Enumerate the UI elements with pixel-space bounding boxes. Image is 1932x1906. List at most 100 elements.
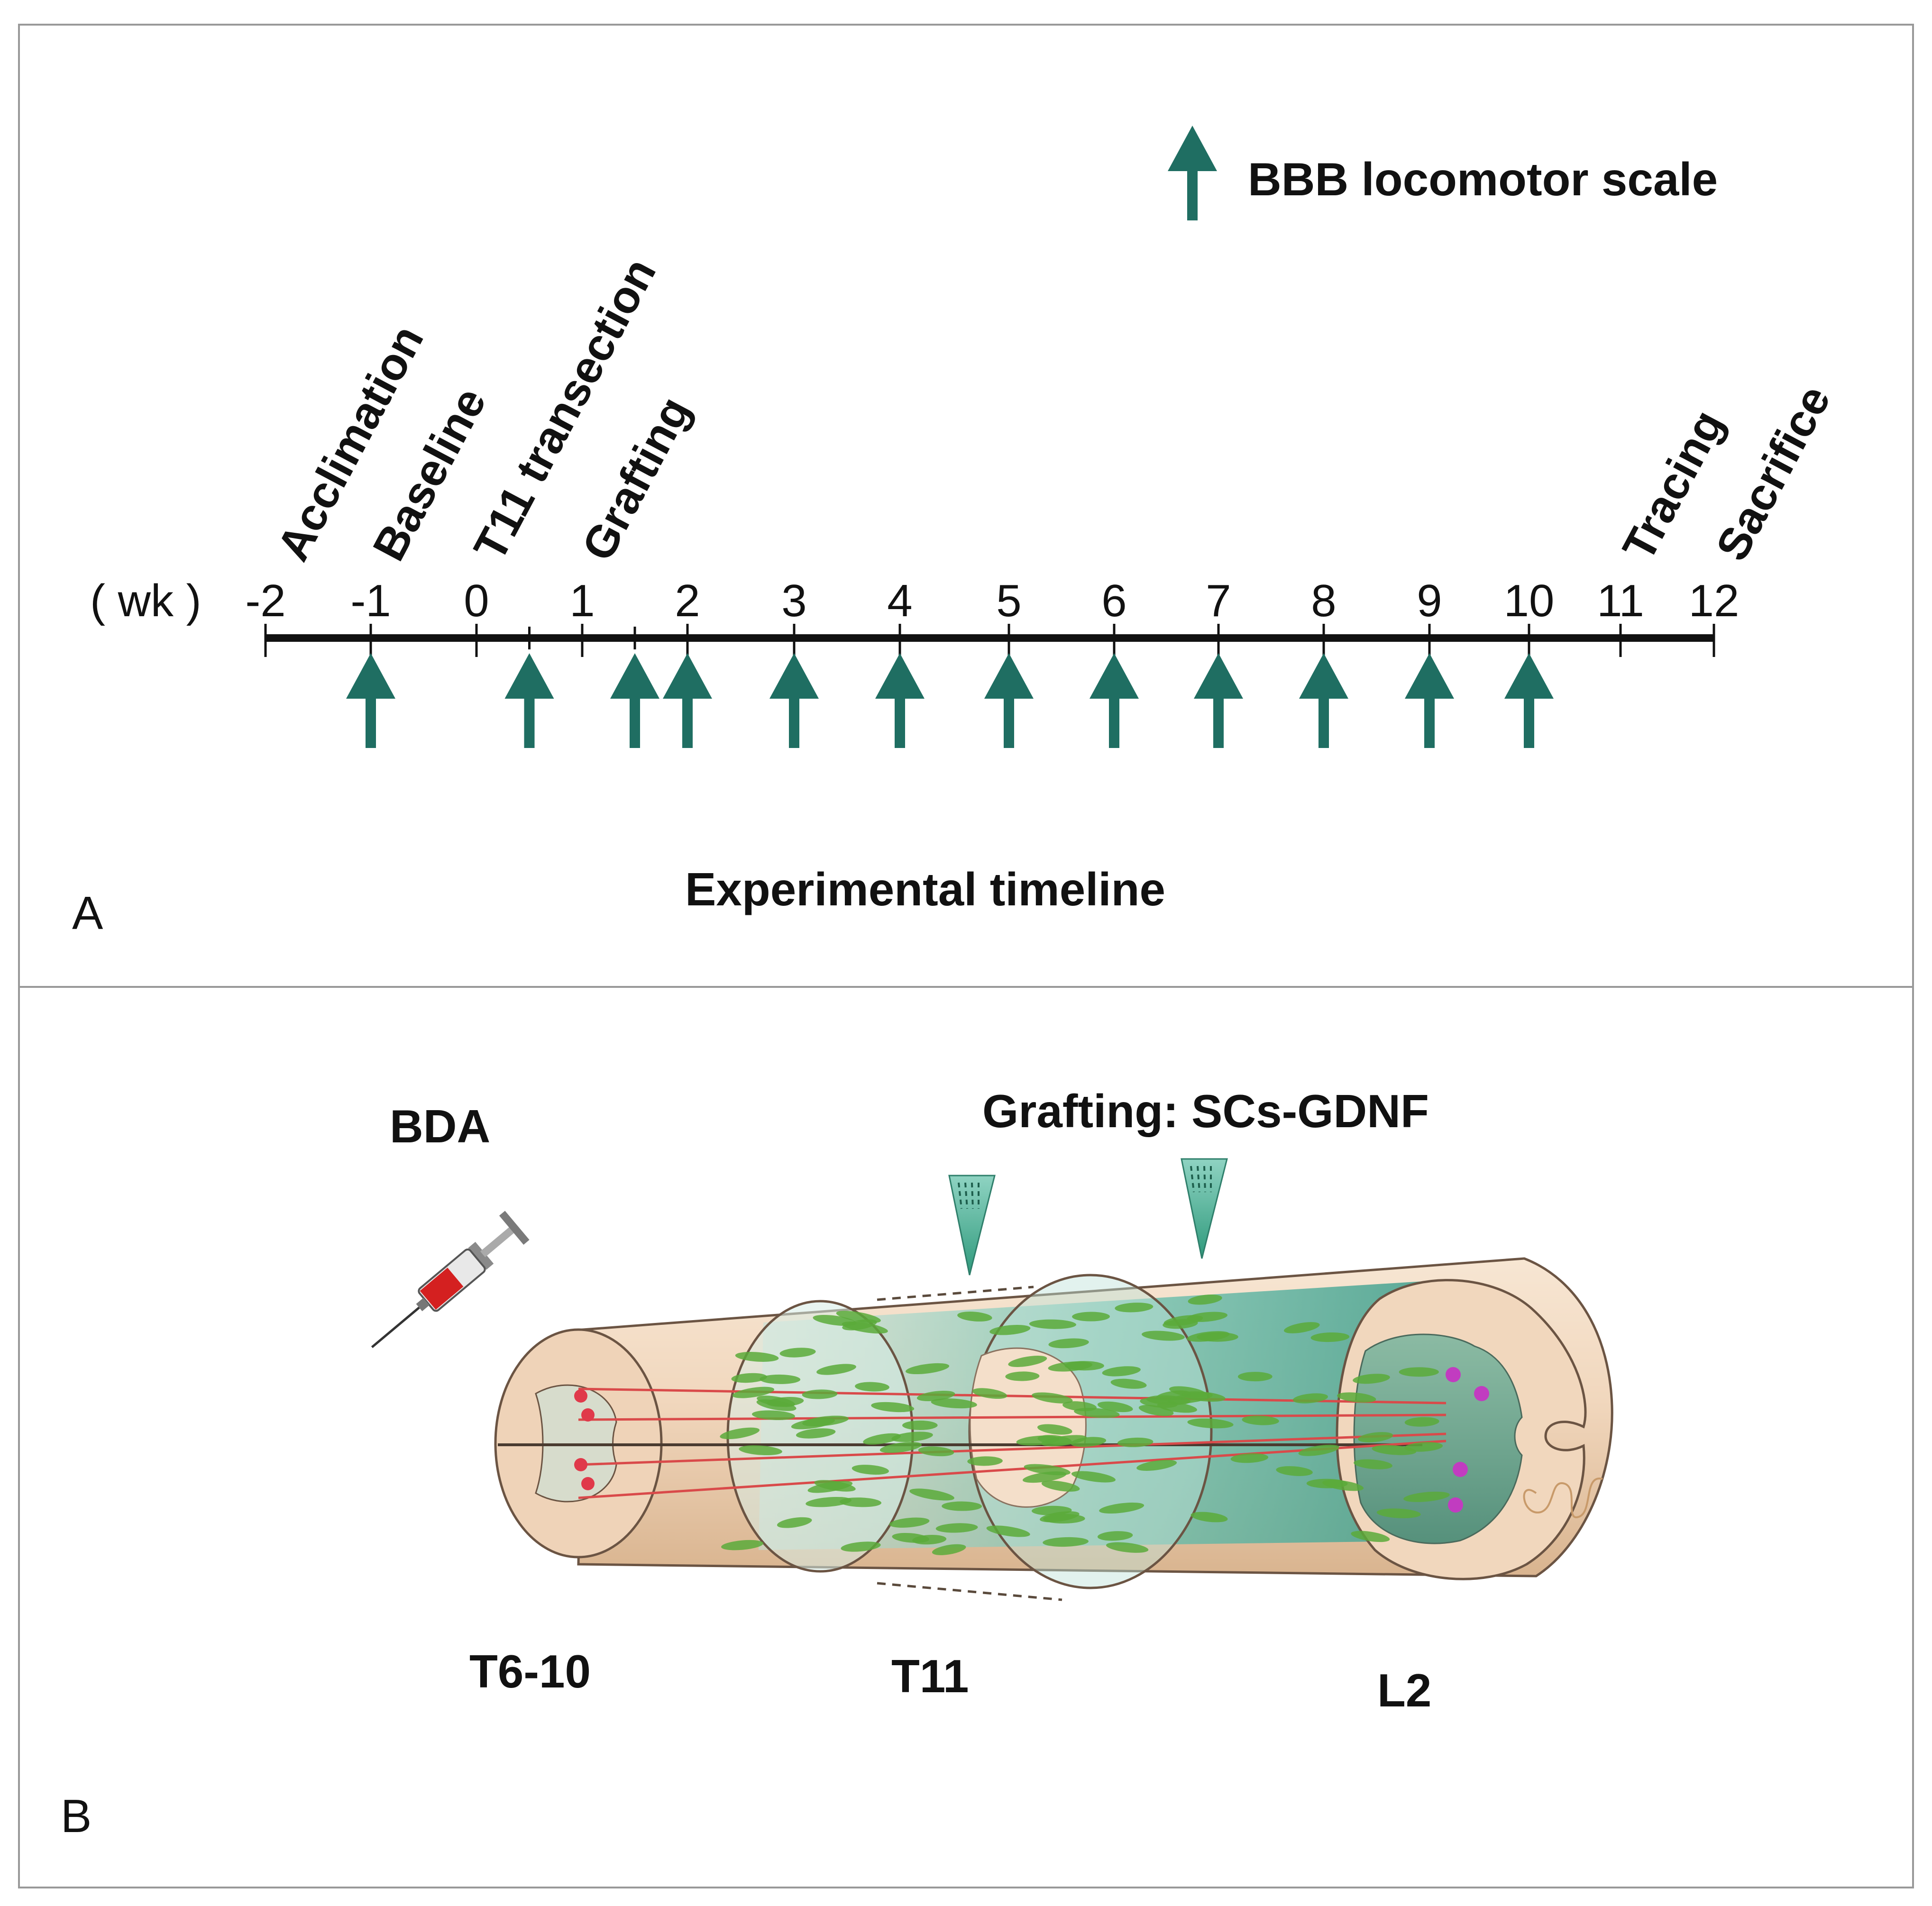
bbb-arrows	[346, 653, 1554, 748]
schwann-cell	[813, 1314, 857, 1326]
schwann-cell	[1136, 1459, 1177, 1471]
bbb-arrow	[1405, 653, 1454, 748]
legend: BBB locomotor scale	[1168, 126, 1718, 220]
schwann-cell	[1399, 1367, 1439, 1377]
schwann-cell	[1022, 1471, 1067, 1483]
schwann-cell	[967, 1456, 1003, 1466]
schwann-cell	[1404, 1417, 1439, 1427]
schwann-cell	[1187, 1331, 1230, 1342]
schwann-cell	[796, 1428, 836, 1439]
schwann-cell	[1138, 1404, 1174, 1416]
schwann-cell	[942, 1501, 982, 1511]
schwann-cell	[841, 1541, 881, 1552]
schwann-cell	[1351, 1531, 1390, 1542]
axis-tick-label: 8	[1311, 575, 1336, 626]
schwann-cell	[871, 1402, 915, 1413]
segment-label-l2: L2	[1377, 1664, 1431, 1716]
legend-arrow-shape	[1168, 126, 1217, 220]
schwann-cell	[1353, 1374, 1390, 1384]
bbb-arrow	[1299, 653, 1348, 748]
axon	[578, 1432, 1447, 1466]
schwann-cell	[1310, 1332, 1350, 1342]
axis-tick-label: -2	[245, 575, 285, 626]
schwann-cell	[721, 1540, 764, 1550]
schwann-cell	[1040, 1511, 1080, 1523]
bbb-arrow	[504, 653, 554, 748]
panel-a-title: Experimental timeline	[685, 863, 1165, 915]
axis-tick-label: 0	[464, 575, 489, 626]
schwann-cell	[935, 1523, 978, 1533]
neuron-red	[574, 1458, 587, 1471]
schwann-cell	[1142, 1331, 1185, 1341]
bbb-arrow	[610, 653, 659, 748]
schwann-cell	[757, 1395, 795, 1407]
schwann-cell	[1008, 1356, 1047, 1367]
axis-tick-label: 11	[1597, 575, 1644, 626]
schwann-cell	[720, 1427, 760, 1440]
schwann-cell	[1190, 1512, 1228, 1523]
schwann-cells	[720, 1295, 1450, 1555]
schwann-cell	[791, 1418, 835, 1430]
schwann-cell	[931, 1398, 977, 1409]
schwann-cell	[1110, 1378, 1147, 1389]
bbb-arrow	[1090, 653, 1139, 748]
schwann-cell	[855, 1382, 889, 1392]
bbb-arrow	[346, 653, 395, 748]
schwann-cell	[1276, 1466, 1313, 1476]
schwann-cell	[909, 1488, 954, 1501]
graft-needle-icon	[1181, 1158, 1228, 1259]
neuron-magenta	[1446, 1367, 1461, 1382]
schwann-cell	[989, 1325, 1031, 1335]
bbb-arrow	[1504, 653, 1554, 748]
bbb-arrow	[769, 653, 819, 748]
schwann-cell	[957, 1312, 992, 1322]
schwann-cell	[1029, 1319, 1077, 1329]
schwann-cell	[918, 1446, 954, 1457]
schwann-cell	[1230, 1453, 1269, 1463]
bda-label: BDA	[390, 1100, 490, 1152]
axis-tick-label: 9	[1417, 575, 1442, 626]
schwann-cell	[852, 1465, 889, 1475]
schwann-cell	[1237, 1372, 1273, 1382]
schwann-cell	[1099, 1502, 1145, 1514]
schwann-cell	[891, 1432, 933, 1442]
axis-tick-label: 12	[1689, 575, 1740, 626]
schwann-cell	[1048, 1338, 1089, 1349]
bbb-arrow	[663, 653, 712, 748]
schwann-cell	[1242, 1415, 1279, 1425]
schwann-cell	[1187, 1418, 1234, 1429]
schwann-cell	[1037, 1435, 1072, 1445]
schwann-cell	[1188, 1295, 1222, 1305]
axis-tick-label: 3	[781, 575, 806, 626]
neuron-red	[574, 1389, 587, 1403]
schwann-cell	[1376, 1508, 1421, 1518]
schwann-cell	[1168, 1392, 1213, 1404]
schwann-cell	[814, 1480, 856, 1492]
axon	[578, 1414, 1447, 1421]
grafting-needles	[948, 1158, 1228, 1276]
panel-a-frame	[18, 24, 1914, 988]
schwann-cell	[1115, 1303, 1154, 1313]
schwann-cell	[735, 1352, 779, 1362]
schwann-cell	[1106, 1542, 1149, 1553]
axis-tick-label: -1	[350, 575, 391, 626]
schwann-cell	[1048, 1361, 1093, 1372]
schwann-cell	[906, 1363, 950, 1375]
schwann-cell	[879, 1442, 922, 1453]
schwann-cell	[739, 1445, 782, 1456]
schwann-cell	[1322, 1479, 1364, 1491]
axis-tick-label: 10	[1504, 575, 1555, 626]
neuron-red	[581, 1408, 595, 1422]
syringe-icon	[371, 1211, 530, 1349]
neuron-magenta	[1453, 1462, 1468, 1477]
axis-tick-label: 7	[1206, 575, 1231, 626]
bbb-arrow	[875, 653, 925, 748]
legend-label: BBB locomotor scale	[1248, 153, 1718, 205]
schwann-cell	[1071, 1471, 1116, 1483]
neuron-magenta	[1448, 1497, 1463, 1513]
axis-unit-label: ( wk )	[90, 575, 201, 626]
schwann-cell	[840, 1497, 882, 1507]
schwann-cell	[816, 1364, 856, 1375]
